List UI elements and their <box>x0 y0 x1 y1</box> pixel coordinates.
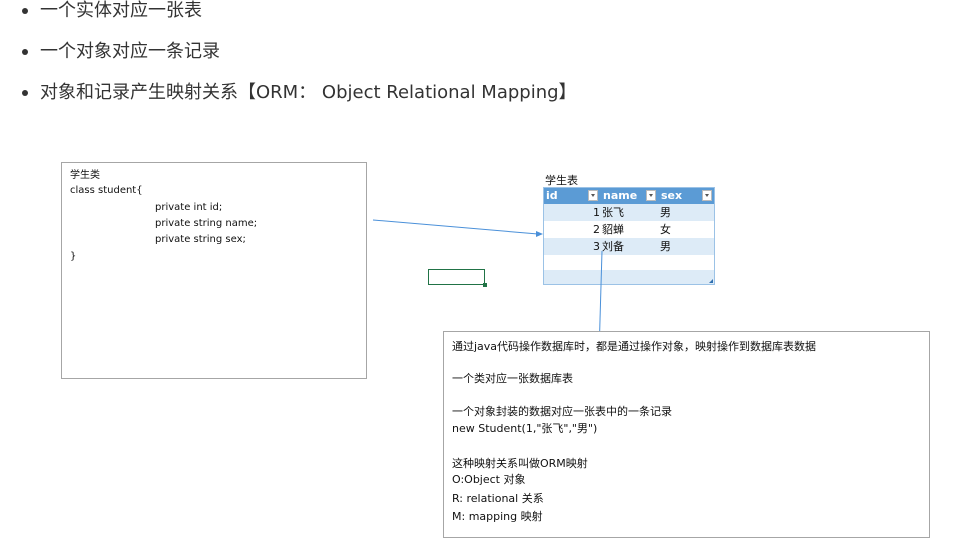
filter-dropdown-icon[interactable] <box>588 190 598 201</box>
note-line: M: mapping 映射 <box>452 510 543 523</box>
bullet-item: 一个实体对应一张表 <box>22 0 577 38</box>
filter-dropdown-icon[interactable] <box>702 190 712 201</box>
class-closing-brace: } <box>70 251 77 262</box>
bullet-item: 一个对象对应一条记录 <box>22 39 577 79</box>
cell-sex: 男 <box>660 206 671 219</box>
resize-handle-icon[interactable] <box>709 279 713 283</box>
cell-name: 张飞 <box>602 206 624 219</box>
bullet-item: 对象和记录产生映射关系【ORM： Object Relational Mappi… <box>22 80 577 120</box>
table-row: 3 刘备 男 <box>544 238 714 255</box>
table-row: 2 貂蝉 女 <box>544 221 714 238</box>
class-box-title: 学生类 <box>70 170 100 181</box>
class-to-table-connector <box>372 219 539 235</box>
cell-sex: 女 <box>660 223 671 236</box>
note-line: 这种映射关系叫做ORM映射 <box>452 457 588 470</box>
cell-name: 刘备 <box>602 240 624 253</box>
student-table: id name sex 1 张飞 男 2 貂蝉 女 3 刘备 男 <box>543 187 715 285</box>
note-line: 一个类对应一张数据库表 <box>452 372 573 385</box>
header-sex: sex <box>659 188 714 204</box>
note-line: R: relational 关系 <box>452 492 544 505</box>
note-line: 通过java代码操作数据库时，都是通过操作对象，映射操作到数据库表数据 <box>452 340 817 353</box>
cell-id: 1 <box>593 206 600 219</box>
selected-cell[interactable] <box>428 269 487 287</box>
arrowhead-icon <box>536 231 543 237</box>
class-declaration: class student{ <box>70 185 143 196</box>
bullet-list: 一个实体对应一张表 一个对象对应一条记录 对象和记录产生映射关系【ORM： Ob… <box>22 0 577 120</box>
class-definition-box: 学生类 class student{ private int id; priva… <box>61 162 367 379</box>
header-name-label: name <box>603 189 638 202</box>
bullet-dot <box>22 90 28 96</box>
field-sex: private string sex; <box>155 234 246 245</box>
header-id: id <box>544 188 600 204</box>
cell-sex: 男 <box>660 240 671 253</box>
explanation-box: 通过java代码操作数据库时，都是通过操作对象，映射操作到数据库表数据 一个类对… <box>443 331 930 538</box>
table-row: 1 张飞 男 <box>544 204 714 221</box>
field-name: private string name; <box>155 218 258 229</box>
table-title: 学生表 <box>545 174 578 187</box>
cell-id: 3 <box>593 240 600 253</box>
bullet-text: 一个对象对应一条记录 <box>40 41 220 62</box>
note-line: O:Object 对象 <box>452 473 526 486</box>
bullet-text: 一个实体对应一张表 <box>40 0 202 21</box>
filter-dropdown-icon[interactable] <box>646 190 656 201</box>
header-name: name <box>601 188 658 204</box>
note-line: new Student(1,"张飞","男") <box>452 422 598 435</box>
cell-name: 貂蝉 <box>602 223 624 236</box>
header-sex-label: sex <box>661 189 683 202</box>
header-id-label: id <box>546 189 558 202</box>
fill-handle-icon[interactable] <box>483 283 487 287</box>
field-id: private int id; <box>155 202 223 213</box>
bullet-dot <box>22 8 28 14</box>
cell-id: 2 <box>593 223 600 236</box>
table-header-row: id name sex <box>544 188 714 204</box>
note-line: 一个对象封装的数据对应一张表中的一条记录 <box>452 405 672 418</box>
bullet-text: 对象和记录产生映射关系【ORM： Object Relational Mappi… <box>40 82 577 103</box>
bullet-dot <box>22 49 28 55</box>
table-row-empty <box>544 270 714 284</box>
